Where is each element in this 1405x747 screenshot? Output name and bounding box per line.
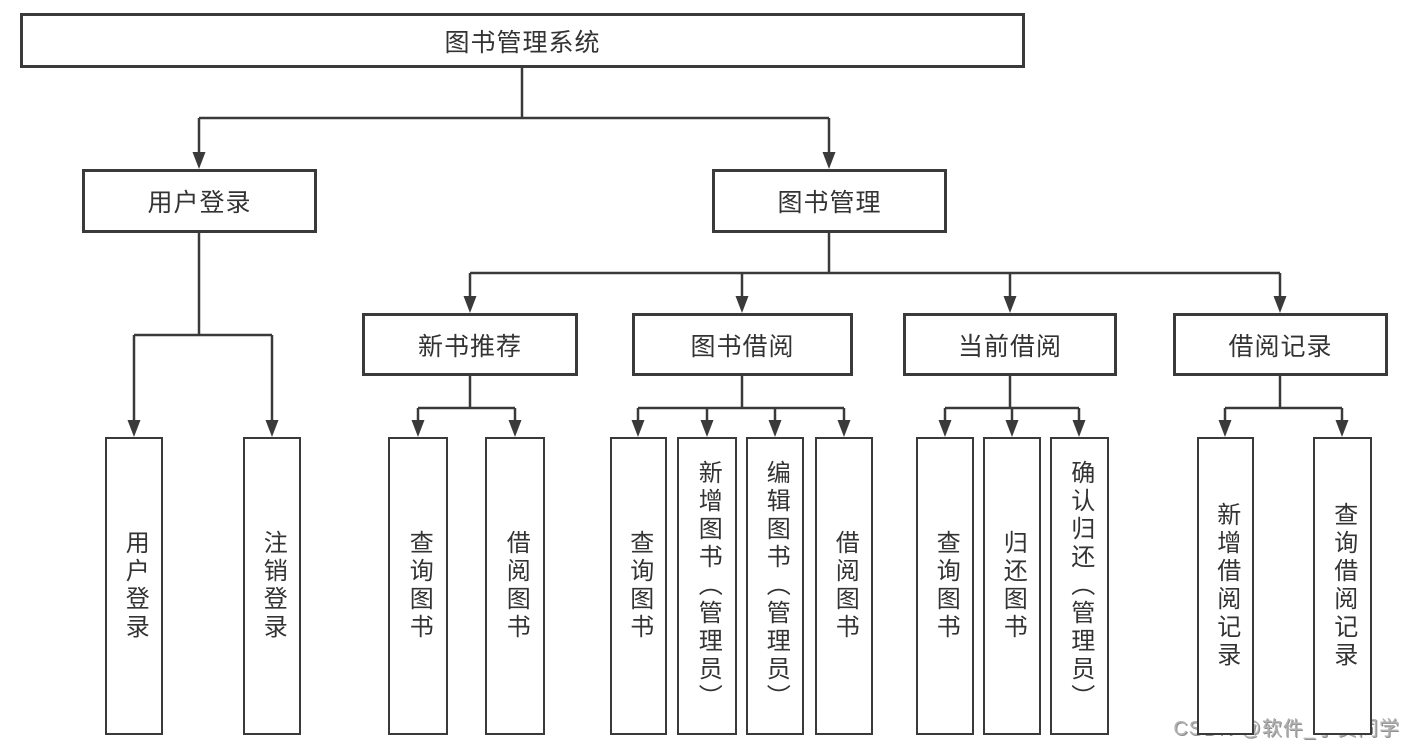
node-user-login: 用户登录	[82, 169, 317, 233]
leaf-logout-label: 注销登录	[259, 530, 287, 642]
node-new-book-recommend: 新书推荐	[362, 313, 578, 376]
leaf-query-books-recommend: 查询图书	[388, 437, 448, 735]
leaf-query-borrow-record-label: 查询借阅记录	[1329, 502, 1357, 670]
node-new-book-recommend-label: 新书推荐	[417, 332, 522, 361]
leaf-user-login-label: 用户登录	[121, 530, 149, 642]
leaf-edit-book-admin-label: 编辑图书（管理员）	[762, 460, 790, 712]
leaf-add-borrow-record-label: 新增借阅记录	[1212, 502, 1240, 670]
leaf-query-books-borrowing: 查询图书	[610, 437, 667, 735]
node-book-borrowing-label: 图书借阅	[690, 332, 795, 361]
leaf-borrow-books-borrowing: 借阅图书	[815, 437, 873, 735]
node-borrowing-records-label: 借阅记录	[1228, 332, 1333, 361]
leaf-add-borrow-record: 新增借阅记录	[1197, 437, 1254, 735]
leaf-query-borrow-record: 查询借阅记录	[1313, 437, 1372, 735]
node-user-login-label: 用户登录	[147, 189, 252, 217]
leaf-return-books: 归还图书	[983, 437, 1041, 735]
leaf-borrow-books-borrowing-label: 借阅图书	[831, 530, 859, 642]
leaf-logout: 注销登录	[243, 437, 301, 735]
node-borrowing-records: 借阅记录	[1173, 313, 1388, 376]
leaf-query-books-recommend-label: 查询图书	[405, 530, 433, 642]
leaf-query-books-current: 查询图书	[916, 437, 974, 735]
leaf-return-books-label: 归还图书	[999, 530, 1027, 642]
leaf-borrow-books-recommend: 借阅图书	[485, 437, 545, 735]
node-book-borrowing: 图书借阅	[632, 313, 853, 376]
node-current-borrowing-label: 当前借阅	[957, 332, 1062, 361]
leaf-borrow-books-recommend-label: 借阅图书	[502, 530, 530, 642]
leaf-user-login: 用户登录	[105, 437, 163, 735]
leaf-query-books-current-label: 查询图书	[932, 530, 960, 642]
node-library-system: 图书管理系统	[20, 13, 1025, 68]
node-book-management: 图书管理	[712, 169, 947, 233]
leaf-edit-book-admin: 编辑图书（管理员）	[746, 437, 804, 735]
node-book-management-label: 图书管理	[777, 189, 882, 217]
node-current-borrowing: 当前借阅	[903, 313, 1117, 376]
arrowheads	[127, 152, 1349, 437]
leaf-add-book-admin-label: 新增图书（管理员）	[694, 460, 722, 712]
leaf-query-books-borrowing-label: 查询图书	[625, 530, 653, 642]
leaf-add-book-admin: 新增图书（管理员）	[677, 437, 737, 735]
leaf-confirm-return-admin: 确认归还（管理员）	[1050, 437, 1109, 735]
node-library-system-label: 图书管理系统	[444, 28, 601, 57]
leaf-confirm-return-admin-label: 确认归还（管理员）	[1066, 460, 1094, 712]
